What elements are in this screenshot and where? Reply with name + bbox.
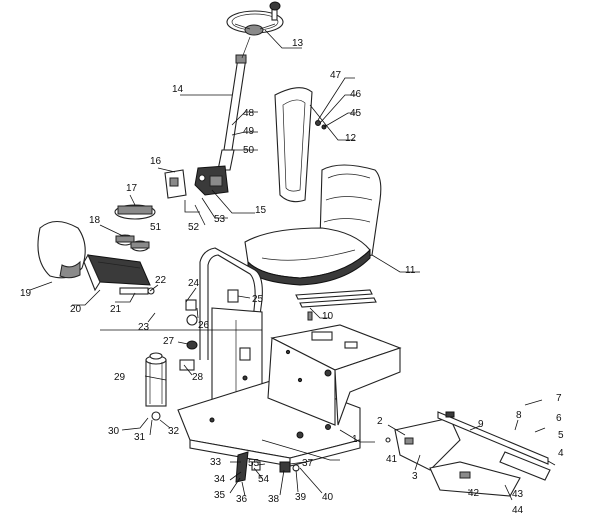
callout-34: 34 [214, 474, 226, 485]
battery-box [83, 253, 155, 295]
roller-set [114, 204, 156, 252]
callout-25: 25 [252, 294, 264, 305]
callout-50: 50 [243, 145, 255, 156]
steering-gear-box [194, 165, 229, 196]
callout-55: 55 [248, 458, 260, 469]
backrest-bracket [274, 87, 327, 203]
callout-28: 28 [192, 372, 204, 383]
callout-17: 17 [126, 183, 138, 194]
callout-5: 5 [558, 430, 564, 441]
callout-26: 26 [198, 320, 210, 331]
callout-10: 10 [322, 311, 334, 322]
callout-47: 47 [330, 70, 342, 81]
callout-16: 16 [150, 156, 162, 167]
callout-33: 33 [210, 457, 222, 468]
callout-37: 37 [302, 458, 314, 469]
callout-31: 31 [134, 432, 146, 443]
callout-44: 44 [512, 505, 524, 516]
callout-21: 21 [110, 304, 122, 315]
seat-rails [295, 289, 377, 321]
callout-30: 30 [108, 426, 120, 437]
bracket-part [164, 169, 187, 199]
callout-8: 8 [516, 410, 522, 421]
floor-plate [385, 417, 461, 471]
steering-column [217, 36, 251, 171]
callout-1: 1 [352, 434, 358, 445]
callout-46: 46 [350, 89, 362, 100]
seat-housing [267, 324, 402, 426]
callout-12: 12 [345, 133, 357, 144]
callout-3: 3 [412, 471, 418, 482]
callout-27: 27 [163, 336, 175, 347]
seat [244, 164, 382, 286]
callout-15: 15 [255, 205, 267, 216]
long-bracket [437, 411, 551, 481]
callout-43: 43 [512, 489, 524, 500]
callout-51: 51 [150, 222, 162, 233]
callout-13: 13 [292, 38, 304, 49]
callout-labels: 1 2 3 4 5 6 7 8 9 10 11 12 13 14 15 16 1… [20, 38, 564, 516]
callout-14: 14 [172, 84, 184, 95]
callout-18: 18 [89, 215, 101, 226]
callout-52: 52 [188, 222, 200, 233]
callout-2: 2 [377, 416, 383, 427]
callout-32: 32 [168, 426, 180, 437]
callout-4: 4 [558, 448, 564, 459]
callout-48: 48 [243, 108, 255, 119]
callout-40: 40 [322, 492, 334, 503]
small-fittings [179, 299, 198, 371]
leader-lines [29, 29, 556, 501]
callout-19: 19 [20, 288, 32, 299]
callout-9: 9 [478, 419, 484, 430]
steering-wheel [226, 1, 284, 36]
callout-29: 29 [114, 372, 126, 383]
callout-36: 36 [236, 494, 248, 505]
callout-41: 41 [386, 454, 398, 465]
callout-49: 49 [243, 126, 255, 137]
callout-42: 42 [468, 488, 480, 499]
callout-11: 11 [405, 265, 416, 276]
pedal-pad [235, 451, 300, 483]
callout-53: 53 [214, 214, 226, 225]
callout-24: 24 [188, 278, 200, 289]
cylinder [145, 352, 167, 421]
callout-22: 22 [155, 275, 167, 286]
callout-39: 39 [295, 492, 307, 503]
callout-38: 38 [268, 494, 280, 505]
callout-20: 20 [70, 304, 82, 315]
lower-plate [429, 461, 521, 497]
callout-35: 35 [214, 490, 226, 501]
callout-54: 54 [258, 474, 270, 485]
callout-7: 7 [556, 393, 562, 404]
callout-23: 23 [138, 322, 150, 333]
callout-6: 6 [556, 413, 562, 424]
side-shield [37, 220, 86, 279]
callout-45: 45 [350, 108, 362, 119]
